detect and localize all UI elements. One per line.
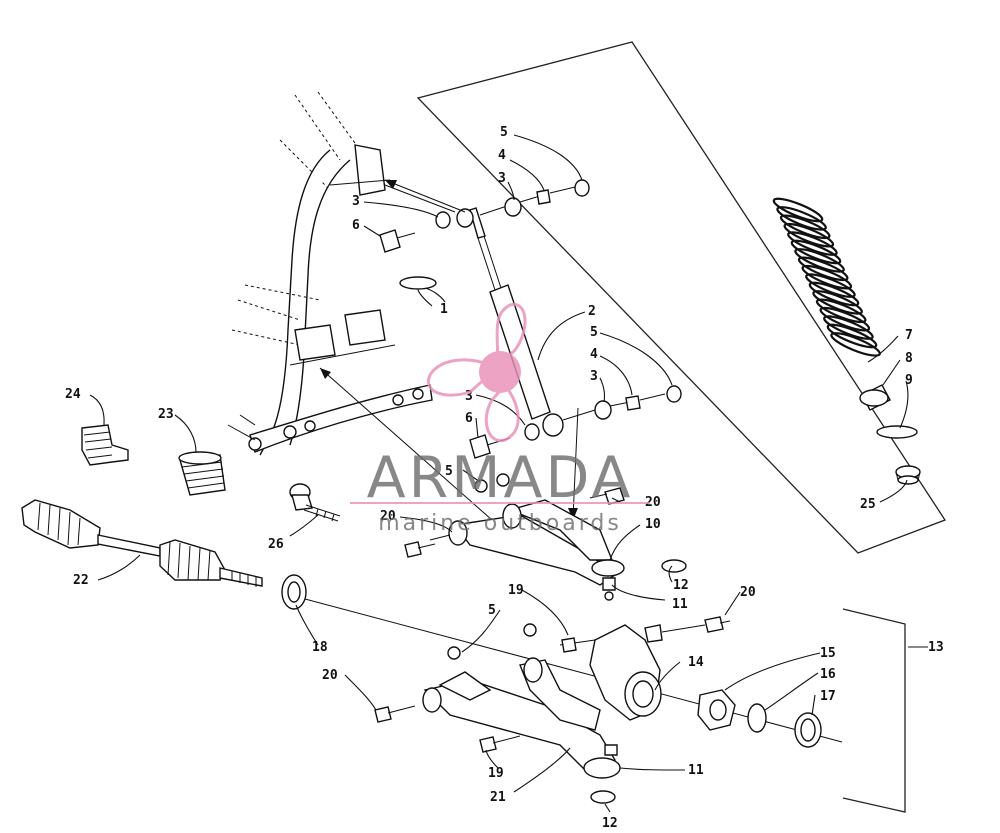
callout-20: 20 xyxy=(740,585,756,600)
propeller-logo xyxy=(426,303,527,443)
spring-bushing xyxy=(895,465,921,485)
vehicle-frame xyxy=(227,91,433,456)
cv-boot-inner xyxy=(81,424,129,466)
callout-5: 5 xyxy=(590,325,598,340)
callout-3: 3 xyxy=(498,171,506,186)
steering-knuckle xyxy=(559,616,731,721)
hub-seal xyxy=(794,712,822,748)
callout-1: 1 xyxy=(440,302,448,317)
spring-coil xyxy=(805,273,856,298)
axle-seal xyxy=(281,574,307,610)
spring-coil xyxy=(794,248,845,273)
shock-absorber xyxy=(456,207,564,437)
ball-joint-upper xyxy=(602,577,616,601)
spring-coil xyxy=(787,231,838,256)
callout-9: 9 xyxy=(905,373,913,388)
callout-23: 23 xyxy=(158,407,174,422)
callout-12: 12 xyxy=(673,578,689,593)
drive-axle xyxy=(21,499,263,587)
spring-coil xyxy=(779,214,831,240)
callout-numbers: 1 2 3 3 3 3 4 4 5 5 5 5 6 6 7 8 9 10 11 … xyxy=(65,125,944,831)
callout-4: 4 xyxy=(590,347,598,362)
callout-16: 16 xyxy=(820,667,836,682)
callout-20: 20 xyxy=(645,495,661,510)
callout-6: 6 xyxy=(465,411,473,426)
callout-20: 20 xyxy=(322,668,338,683)
spring-coil xyxy=(812,290,863,315)
callout-8: 8 xyxy=(905,351,913,366)
shock-spring xyxy=(772,197,881,357)
callout-4: 4 xyxy=(498,148,506,163)
callout-5: 5 xyxy=(488,603,496,618)
assembly-arrows xyxy=(319,179,579,521)
hub-group-bracket xyxy=(842,608,906,813)
circlip-lower xyxy=(590,790,616,804)
callout-22: 22 xyxy=(73,573,89,588)
callout-13: 13 xyxy=(928,640,944,655)
brand-tagline: marine outboards xyxy=(378,511,622,536)
spring-coil xyxy=(815,298,867,324)
lower-a-arm xyxy=(374,623,621,779)
spring-coil xyxy=(819,306,871,332)
callout-24: 24 xyxy=(65,387,81,402)
callout-15: 15 xyxy=(820,646,836,661)
callout-19: 19 xyxy=(508,583,524,598)
brand-name: ARMADA xyxy=(367,445,634,511)
spring-washer xyxy=(876,425,918,439)
callout-5: 5 xyxy=(445,464,453,479)
tie-rod-end xyxy=(289,483,341,522)
spring-coil xyxy=(801,264,853,290)
spring-coil xyxy=(797,256,849,282)
callout-11: 11 xyxy=(672,597,688,612)
callout-10: 10 xyxy=(645,517,661,532)
callout-20: 20 xyxy=(380,509,396,524)
spring-retainer xyxy=(859,384,891,411)
callout-12: 12 xyxy=(602,816,618,831)
callout-6: 6 xyxy=(352,218,360,233)
callout-11: 11 xyxy=(688,763,704,778)
spring-coil xyxy=(790,239,842,265)
callout-2: 2 xyxy=(588,304,596,319)
callout-26: 26 xyxy=(268,537,284,552)
hub-bearing xyxy=(697,689,736,731)
callout-25: 25 xyxy=(860,497,876,512)
callout-7: 7 xyxy=(905,328,913,343)
callout-18: 18 xyxy=(312,640,328,655)
callout-3: 3 xyxy=(465,389,473,404)
callout-14: 14 xyxy=(688,655,704,670)
callout-21: 21 xyxy=(490,790,506,805)
cv-boot-outer xyxy=(178,451,226,496)
upper-mount-hardware xyxy=(379,179,590,290)
spring-coil xyxy=(808,281,860,307)
brand-watermark: ARMADA marine outboards xyxy=(350,303,650,536)
callout-leaders xyxy=(89,134,928,813)
callout-5: 5 xyxy=(500,125,508,140)
callout-17: 17 xyxy=(820,689,836,704)
spring-coil xyxy=(826,323,878,349)
callout-19: 19 xyxy=(488,766,504,781)
shock-group-frame xyxy=(416,41,946,554)
spring-coil xyxy=(772,197,824,223)
callout-3: 3 xyxy=(352,194,360,209)
spring-coil xyxy=(776,206,827,231)
circlip-upper xyxy=(661,559,687,573)
callout-3: 3 xyxy=(590,369,598,384)
lower-mount-hardware xyxy=(469,385,682,493)
spring-coil xyxy=(783,222,835,248)
spring-coil xyxy=(823,315,874,340)
hub-snap-ring xyxy=(747,703,767,733)
